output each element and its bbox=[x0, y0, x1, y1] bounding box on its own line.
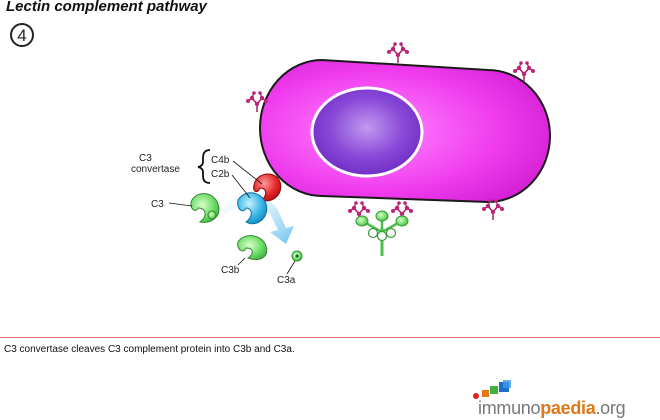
c3-small-fragment bbox=[207, 210, 217, 220]
c3-pointer bbox=[168, 202, 193, 207]
caption-text: C3 convertase cleaves C3 complement prot… bbox=[4, 344, 295, 355]
immunopaedia-logo: immunopaedia.org bbox=[468, 380, 658, 420]
mannose-binding-lectin-icon bbox=[355, 210, 409, 256]
logo-text-part1: immuno bbox=[478, 398, 541, 418]
surface-sugar-icon bbox=[386, 41, 410, 64]
c3a-dot bbox=[295, 254, 299, 258]
nucleus bbox=[310, 86, 424, 178]
page-title: Lectin complement pathway bbox=[6, 0, 207, 15]
logo-cubes-icon bbox=[473, 380, 511, 399]
c2b-protein bbox=[237, 192, 268, 225]
logo-text-part3: .org bbox=[595, 398, 626, 418]
c3b-label: C3b bbox=[221, 265, 240, 276]
step-number-badge: 4 bbox=[10, 23, 34, 47]
c3-convertase-label: C3 bbox=[139, 153, 152, 164]
logo-text: immunopaedia.org bbox=[478, 398, 626, 419]
logo-text-part2: paedia bbox=[540, 398, 596, 418]
c3b-pointer bbox=[237, 257, 246, 266]
c3a-label: C3a bbox=[277, 275, 296, 286]
convertase-brace bbox=[197, 149, 211, 184]
c3a-pointer bbox=[286, 260, 296, 275]
c4b-label: C4b bbox=[211, 155, 230, 166]
c2b-pointer bbox=[231, 174, 251, 199]
c3-convertase-label: convertase bbox=[131, 164, 180, 175]
caption-divider bbox=[0, 337, 660, 338]
c4b-pointer bbox=[232, 160, 263, 185]
c3-label: C3 bbox=[151, 199, 164, 210]
lectin-pathway-diagram: C3 convertase C4b C2b C3 C3b C3a bbox=[131, 41, 551, 286]
c3b-protein bbox=[237, 235, 268, 260]
c2b-label: C2b bbox=[211, 169, 230, 180]
